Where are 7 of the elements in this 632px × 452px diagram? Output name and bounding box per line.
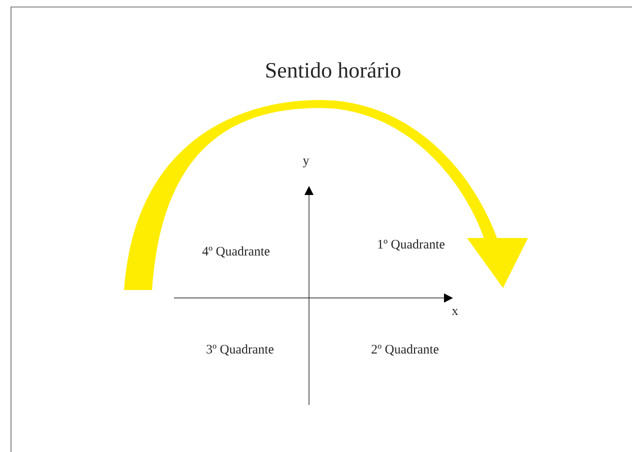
- title: Sentido horário: [266, 62, 400, 78]
- quadrant-label: 3º Quadrante: [206, 344, 274, 356]
- axis-label: y: [302, 158, 310, 168]
- quadrant-label: 4º Quadrante: [202, 246, 270, 258]
- quadrant-label: 1º Quadrante: [378, 239, 444, 251]
- quadrant-label: 2º Quadrante: [372, 344, 438, 356]
- axis-label: x: [452, 309, 458, 315]
